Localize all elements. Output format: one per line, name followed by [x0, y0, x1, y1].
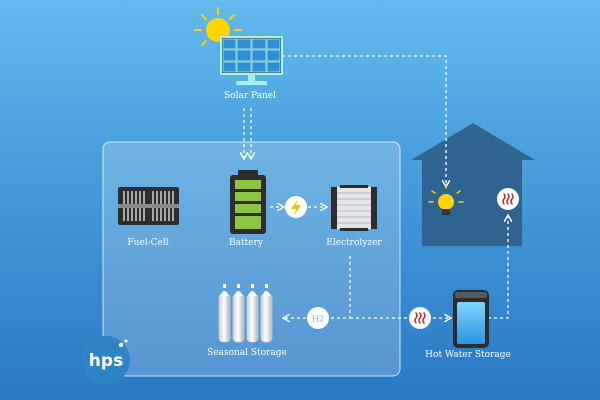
- h2-badge: H2: [307, 307, 329, 329]
- flow-tank-to-heat: [488, 216, 508, 319]
- seasonal-storage-label: Seasonal Storage: [207, 348, 287, 358]
- solar-panel-label: Solar Panel: [223, 91, 277, 101]
- h2-text: H2: [312, 315, 324, 324]
- house-heat-icon: [497, 188, 519, 210]
- light-bulb-icon: [428, 183, 464, 215]
- house-icon: [411, 123, 535, 246]
- heat-icon: [409, 307, 431, 329]
- fuel-cell-icon: [118, 187, 179, 225]
- flow-solar-to-light: [282, 55, 446, 186]
- lightning-icon: [285, 196, 307, 218]
- logo-text: hps: [89, 351, 123, 371]
- battery-label: Battery: [229, 238, 263, 248]
- fuel-cell-label: Fuel-Cell: [127, 238, 169, 248]
- electrolyzer-icon: [331, 185, 377, 231]
- hot-water-tank-icon: [453, 290, 489, 348]
- flow-lines: [244, 55, 508, 319]
- solar-panel-icon: [220, 36, 283, 85]
- hot-water-storage-label: Hot Water Storage: [425, 350, 511, 360]
- battery-icon: [230, 170, 266, 234]
- electrolyzer-label: Electrolyzer: [326, 238, 382, 248]
- gas-cylinders-icon: [218, 284, 273, 343]
- hps-logo: hps: [82, 336, 130, 384]
- sun-icon: [194, 7, 242, 46]
